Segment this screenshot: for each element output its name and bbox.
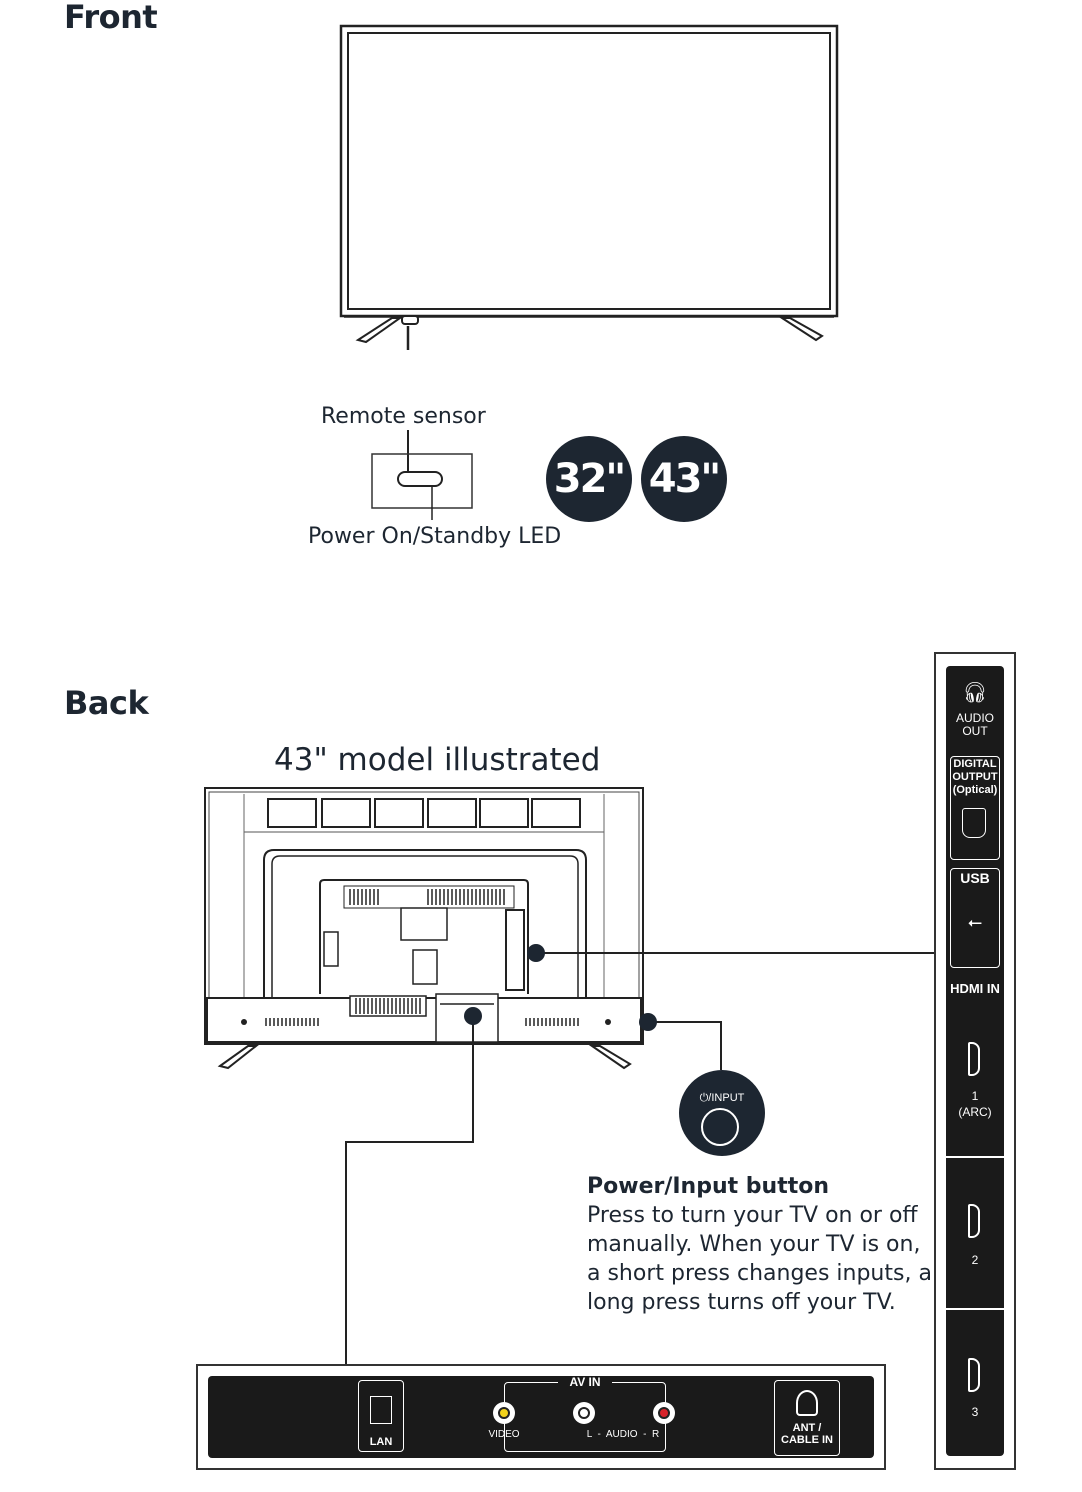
cable-in-label: CABLE IN — [781, 1434, 833, 1446]
lan-port-icon — [370, 1396, 392, 1424]
hdmi-port-1-icon — [968, 1042, 980, 1076]
ant-frame — [774, 1380, 840, 1456]
av-in-label: AV IN — [558, 1376, 612, 1389]
hdmi-port-3-icon — [968, 1358, 980, 1392]
lan-frame — [358, 1380, 404, 1452]
tv-back-illustration — [204, 787, 644, 1070]
remote-sensor-label: Remote sensor — [321, 404, 486, 429]
power-led-label: Power On/Standby LED — [308, 524, 562, 549]
hdmi-port-1-number: 1 — [971, 1089, 979, 1103]
bottom-port-panel: LAN AV IN VIDEO L - AUDIO - R ANT / CABL… — [196, 1364, 886, 1470]
hdmi-divider — [946, 1156, 1004, 1158]
usb-label: USB — [960, 870, 990, 886]
power-button-icon — [701, 1108, 739, 1146]
sensor-detail-diagram — [371, 430, 473, 520]
hdmi-in-label: HDMI IN — [950, 981, 1000, 996]
tv-front-illustration — [339, 24, 839, 350]
side-panel-body: 🎧︎ AUDIO OUT DIGITAL OUTPUT (Optical) US… — [946, 666, 1004, 1456]
usb-frame — [950, 868, 1000, 968]
power-input-icon-label: ⏻/INPUT — [699, 1092, 745, 1104]
audio-label: L - AUDIO - R — [586, 1429, 660, 1440]
side-port-panel: 🎧︎ AUDIO OUT DIGITAL OUTPUT (Optical) US… — [934, 652, 1016, 1470]
usb-icon: ⭠ — [967, 912, 983, 932]
digital-output-frame — [950, 756, 1000, 860]
size-badge-32: 32" — [546, 436, 632, 522]
back-heading: Back — [64, 684, 149, 722]
hdmi-port-1-note: (ARC) — [958, 1105, 992, 1119]
front-heading: Front — [64, 0, 158, 36]
hdmi-port-2-number: 2 — [971, 1253, 979, 1267]
power-button-description: Press to turn your TV on or off manually… — [587, 1203, 932, 1315]
hdmi-port-2-icon — [968, 1204, 980, 1238]
audio-right-jack — [653, 1402, 675, 1424]
model-caption: 43" model illustrated — [274, 742, 601, 778]
video-jack — [493, 1402, 515, 1424]
hdmi-divider — [946, 1308, 1004, 1310]
power-button-description-block: Power/Input button Press to turn your TV… — [587, 1172, 932, 1317]
digital-output-label: DIGITAL OUTPUT (Optical) — [952, 758, 998, 796]
optical-port-icon — [962, 808, 986, 838]
coax-port-icon — [796, 1390, 818, 1416]
audio-out-label: AUDIO OUT — [955, 711, 994, 738]
hdmi-port-3-number: 3 — [971, 1405, 979, 1419]
bottom-panel-body: LAN AV IN VIDEO L - AUDIO - R ANT / CABL… — [208, 1376, 874, 1458]
power-button-title: Power/Input button — [587, 1174, 830, 1199]
video-label: VIDEO — [488, 1429, 520, 1440]
audio-left-jack — [573, 1402, 595, 1424]
lan-label: LAN — [369, 1436, 393, 1448]
headphone-icon: 🎧︎ — [962, 682, 988, 704]
size-badge-43: 43" — [641, 436, 727, 522]
ant-label: ANT / — [792, 1422, 822, 1434]
power-input-button-callout: ⏻/INPUT — [679, 1070, 765, 1156]
